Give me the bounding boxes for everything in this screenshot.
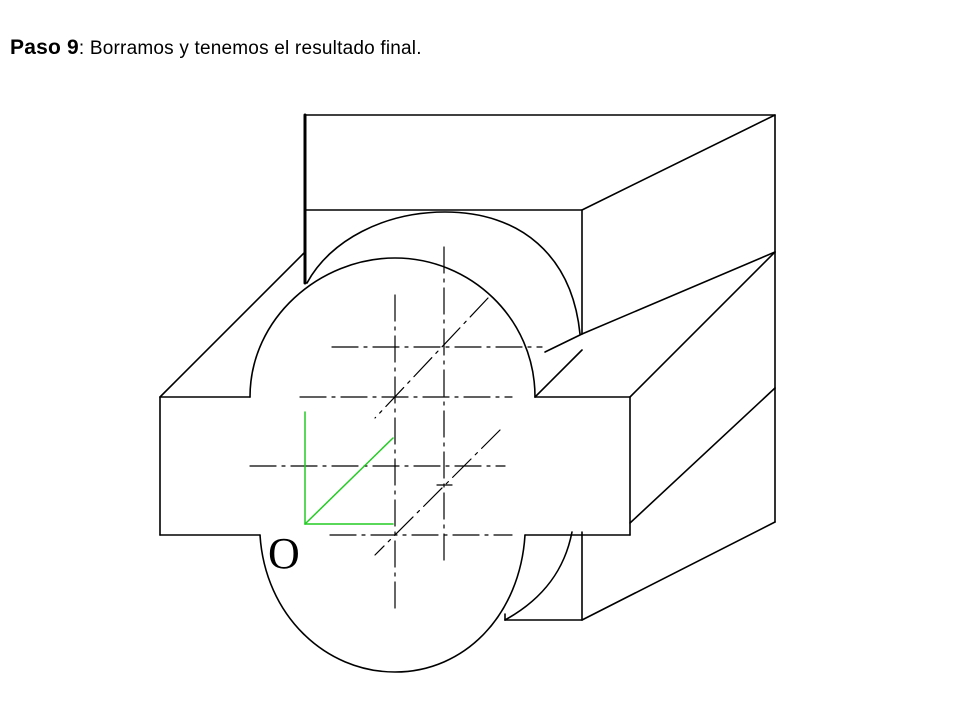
caption-separator: :: [78, 38, 85, 59]
front-cylinder: [249, 257, 536, 673]
step-number: Paso 9: [10, 36, 79, 59]
center-lines: [249, 246, 543, 613]
back-block: [303, 113, 776, 389]
lower-block: [504, 387, 776, 621]
slide-caption: Paso 9: Borramos y tenemos el resultado …: [10, 36, 422, 60]
horizontal-bar: [159, 251, 776, 536]
back-cylinder: [306, 211, 581, 621]
caption-text: Borramos y tenemos el resultado final.: [84, 38, 422, 59]
origin-label: O: [268, 529, 300, 578]
origin-axes: [304, 411, 394, 525]
